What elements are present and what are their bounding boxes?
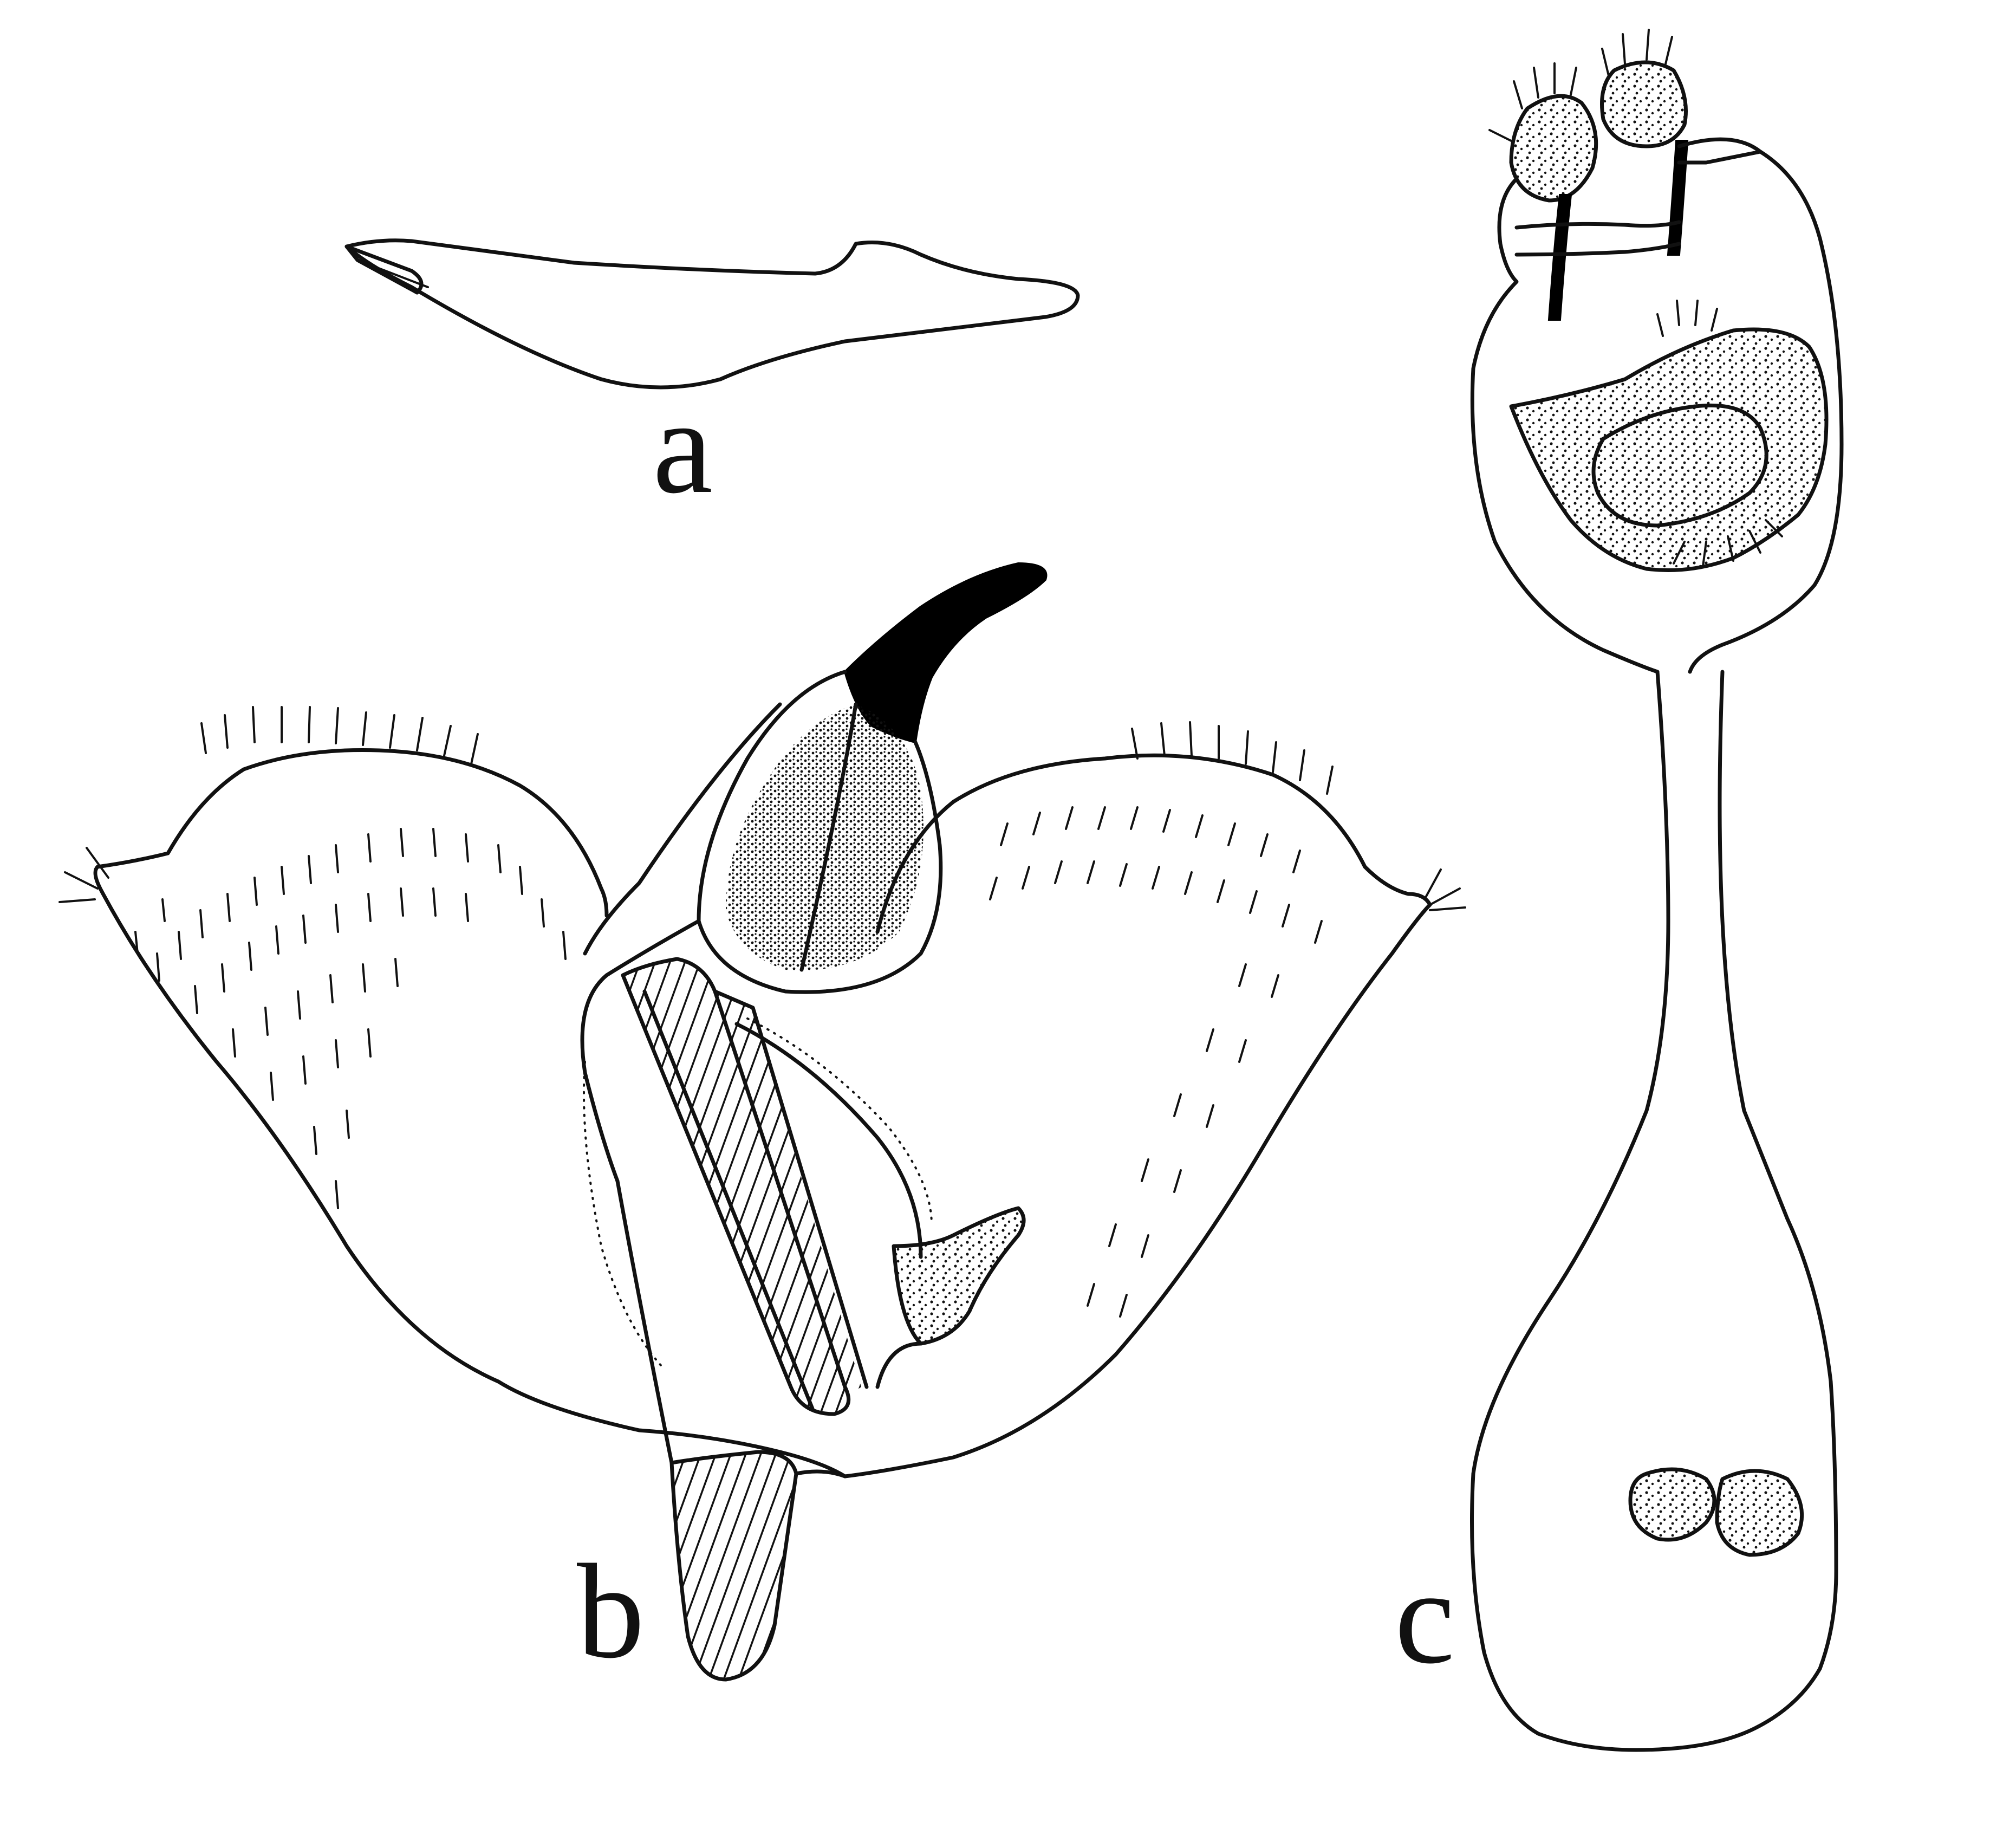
panel-label-c: c [1395, 1542, 1455, 1692]
apophysis-left [1547, 194, 1572, 321]
signum-left [1630, 1469, 1714, 1540]
papilla-left [1511, 96, 1596, 200]
saccus [672, 1452, 796, 1680]
papillae-setae [1488, 29, 1673, 142]
panel-a-aedeagus [344, 238, 1080, 390]
left-valva-texture [134, 828, 567, 1209]
panel-label-a: a [653, 372, 713, 522]
costal-process [894, 1208, 1024, 1344]
sterigma-opening [1591, 403, 1768, 528]
right-valva-texture [989, 806, 1323, 1318]
signum-right [1717, 1471, 1802, 1555]
right-valva [843, 753, 1432, 1479]
ostium-sac [1677, 137, 1844, 674]
left-valva-setae [58, 706, 479, 903]
apophysis-right [1667, 140, 1689, 256]
papilla-right [1602, 62, 1686, 146]
right-valva-setae [1131, 721, 1466, 911]
uncus-outer [697, 670, 943, 994]
uncus-stipple [726, 704, 924, 971]
sterigma-setae [1656, 300, 1783, 567]
panel-b-genitalia [58, 562, 1466, 1682]
anellus-dotted [583, 1061, 662, 1366]
panel-label-b: b [577, 1536, 645, 1687]
panel-c-female-genitalia [1470, 29, 1844, 1752]
juxta-hatch [623, 959, 849, 1414]
ductus-bursae [1470, 670, 1838, 1752]
tegumen [580, 919, 701, 1183]
left-valva [93, 748, 847, 1479]
